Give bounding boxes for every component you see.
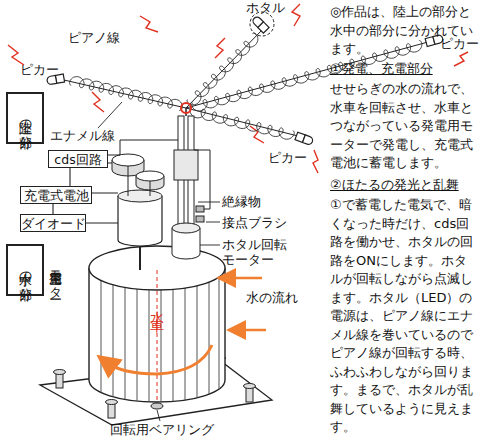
contact-brush <box>196 206 204 212</box>
note-text: ①で蓄電した電気で、暗くなった時だけ、cds回路を働かせ、ホタルの回路をONにし… <box>330 196 476 437</box>
flash-zigzag <box>454 52 468 66</box>
part-label: ピアノ線 <box>68 30 120 45</box>
flash-label: ピカー <box>268 150 307 165</box>
part-label: 絶縁物 <box>222 194 261 209</box>
section-box: 水中の部分 <box>6 244 44 296</box>
gear-shafts <box>128 166 150 196</box>
enamel-coil <box>190 107 294 140</box>
bearing <box>151 403 163 409</box>
rotation-arrow <box>106 345 212 374</box>
flash-label: ピカー <box>20 62 59 77</box>
led <box>295 132 314 145</box>
wire <box>194 150 210 209</box>
part-label: ホタル <box>246 0 285 15</box>
firefly-motor-top <box>172 223 200 233</box>
leader-line <box>198 202 220 203</box>
flash-zigzag <box>215 38 225 58</box>
note-text: せせらぎの水の流れで、水車を回転させ、水車とつながっている発電用モーターで発電し… <box>330 80 476 173</box>
flash-zigzag <box>292 4 300 26</box>
generator-motor-top <box>118 190 162 202</box>
part-label: ホタル回転モーター <box>222 237 296 267</box>
note-text: ◎作品は、陸上の部分と水中の部分に分かれています。 <box>330 3 480 59</box>
bolt-head <box>54 370 66 375</box>
wheel-paddles <box>101 277 219 402</box>
wire <box>108 140 178 155</box>
part-label: 水の流れ <box>246 290 298 305</box>
node-text: 水中の部分 <box>17 263 33 278</box>
wire-connector <box>69 168 70 186</box>
bolt-head <box>244 384 256 389</box>
contact-brush <box>196 216 204 222</box>
gear-top <box>136 171 164 181</box>
leader-line <box>157 410 160 421</box>
insulator <box>174 150 198 180</box>
wheel-axis <box>157 270 158 404</box>
part-label: 水車 <box>149 300 164 316</box>
led-bulb <box>303 135 314 146</box>
leader-line <box>200 245 220 246</box>
flash-label: ピカー <box>440 36 479 51</box>
node-text: ダイオード <box>21 216 86 231</box>
note-heading: ②ほたるの発光と乱舞 <box>330 176 459 194</box>
leader-line <box>206 222 220 223</box>
highlight-circle <box>250 12 274 36</box>
diode-box: ダイオード <box>20 214 86 232</box>
node-text: 充電式電池 <box>24 188 89 203</box>
circuit-box: cds回路 <box>48 150 108 168</box>
flash-zigzag <box>92 92 104 112</box>
flash-zigzag <box>140 16 158 32</box>
bolt-head <box>106 400 118 405</box>
enamel-coil <box>70 77 183 111</box>
enamel-coil <box>187 33 258 105</box>
part-label: エナメル線 <box>50 128 115 143</box>
water-wheel-top <box>89 246 225 290</box>
note-heading: ①発電、充電部分 <box>330 60 433 78</box>
wire <box>92 193 118 194</box>
led <box>251 15 269 33</box>
piano-wire <box>186 108 298 136</box>
node-text: cds回路 <box>54 152 101 167</box>
node-text: 陸上の部分 <box>17 111 33 126</box>
part-label: 接点ブラシ <box>222 215 287 230</box>
section-box: 陸上の部分 <box>6 92 44 144</box>
water-flow-arrow <box>236 329 266 332</box>
flash-zigzag <box>313 150 318 173</box>
gear-top <box>112 154 144 166</box>
hub <box>181 103 191 113</box>
water-flow-arrow <box>226 277 262 280</box>
part-label: 回転用ベアリング <box>110 422 214 437</box>
led-bulb <box>251 15 263 27</box>
generator-motor <box>118 196 162 246</box>
wire-connector <box>52 204 53 214</box>
battery-box: 充電式電池 <box>20 186 92 204</box>
part-label: 発電用モーター <box>48 262 63 292</box>
leader-line <box>98 102 122 128</box>
wire <box>86 223 118 224</box>
wire <box>108 163 112 164</box>
leader-lines <box>98 102 220 421</box>
